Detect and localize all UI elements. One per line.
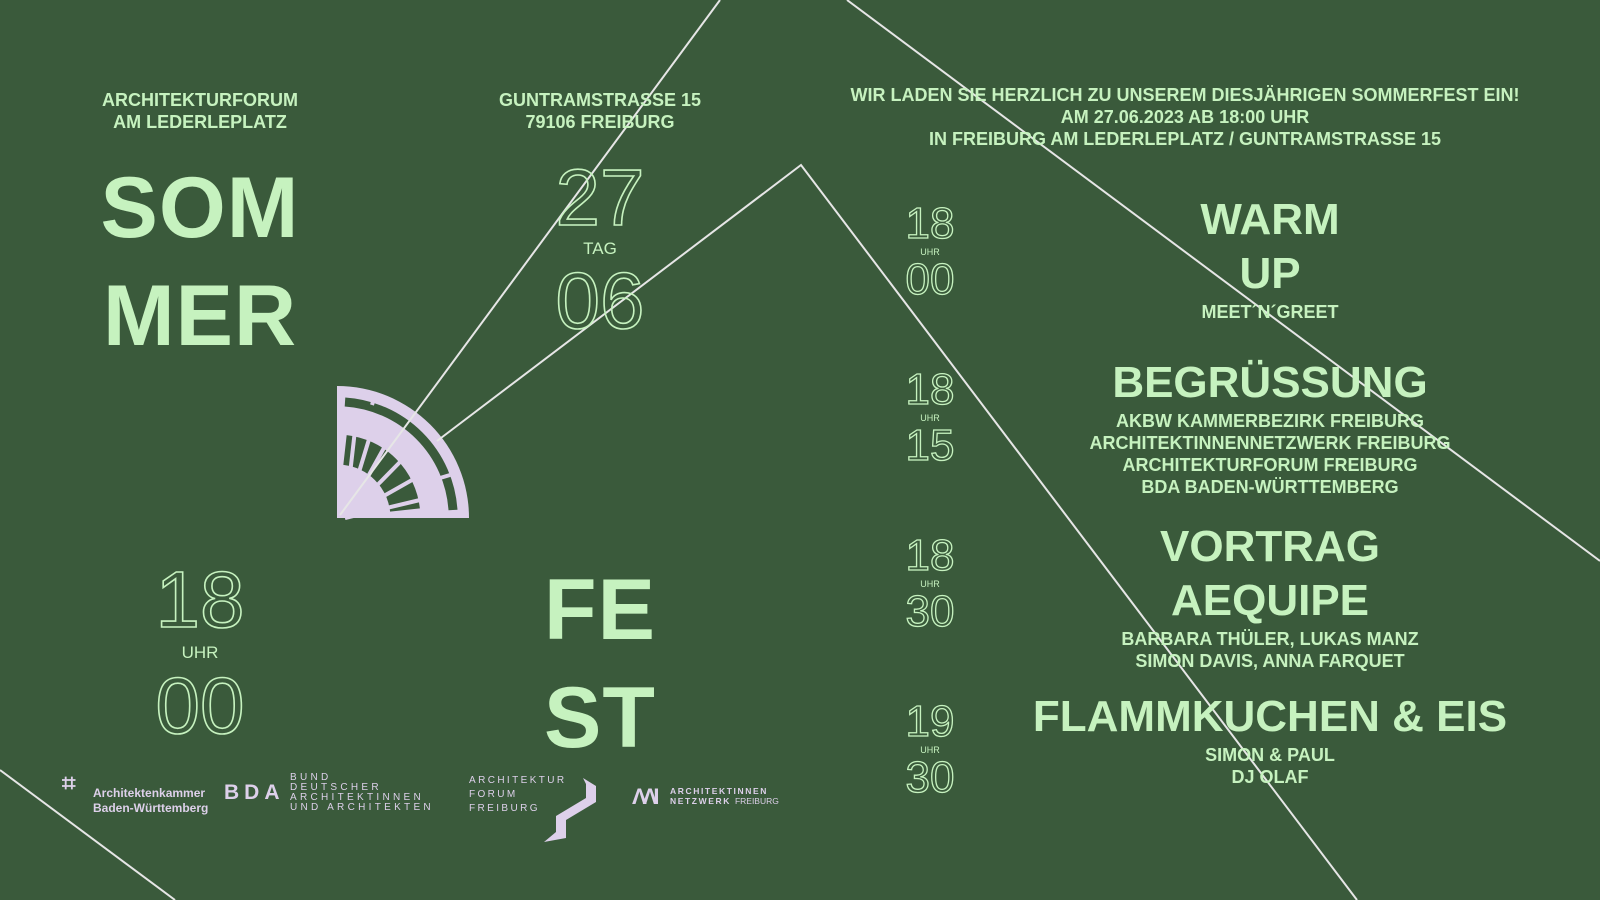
- program-time: 19 UHR 30: [890, 697, 970, 802]
- program-time: 18 UHR 15: [890, 365, 970, 470]
- program-item: BEGRÜSSUNG AKBW KAMMERBEZIRK FREIBURG AR…: [970, 356, 1570, 498]
- date-block: 27 TAG 06: [520, 153, 680, 345]
- invitation-text: WIR LADEN SIE HERZLICH ZU UNSEREM DIESJÄ…: [820, 84, 1550, 150]
- forum-text: ARCHITEKTUR: [469, 775, 567, 786]
- forum-text: FREIBURG: [469, 803, 540, 814]
- program-detail: ARCHITEKTURFORUM FREIBURG: [1122, 455, 1418, 475]
- program-title: VORTRAG: [1160, 522, 1380, 571]
- program-detail: BDA BADEN-WÜRTTEMBERG: [1141, 477, 1399, 497]
- bda-text: BUND: [290, 772, 332, 783]
- program-detail: ARCHITEKTINNENNETZWERK FREIBURG: [1089, 433, 1451, 453]
- program-title: UP: [1239, 249, 1301, 298]
- time-minute: 00: [905, 255, 955, 304]
- forum-logo: ARCHITEKTUR FORUM FREIBURG: [469, 774, 567, 816]
- netzwerk-text: ARCHITEKTINNEN: [670, 786, 768, 796]
- title-fest: FE ST: [470, 556, 730, 772]
- time-hour: 18: [905, 365, 955, 414]
- venue-text: ARCHITEKTURFORUM AM LEDERLEPLATZ: [70, 89, 330, 133]
- program-title: AEQUIPE: [1170, 576, 1370, 625]
- forum-text: FORUM: [469, 789, 518, 800]
- time-uhr: UHR: [920, 745, 940, 755]
- program-title: WARM: [1200, 195, 1340, 244]
- akbw-logo: ⌗ Architektenkammer Baden-Württemberg: [60, 770, 208, 816]
- start-minute: 00: [155, 661, 246, 750]
- program-detail: MEET´N´GREET: [1201, 302, 1339, 322]
- time-uhr: UHR: [920, 247, 940, 257]
- time-hour: 19: [905, 697, 955, 746]
- date-day-label: TAG: [583, 239, 617, 258]
- venue-line: AM LEDERLEPLATZ: [113, 112, 287, 132]
- invite-line: AM 27.06.2023 AB 18:00 UHR: [1060, 107, 1310, 127]
- title-part: ST: [544, 670, 656, 766]
- date-month: 06: [555, 256, 646, 345]
- invite-line: WIR LADEN SIE HERZLICH ZU UNSEREM DIESJÄ…: [850, 85, 1520, 105]
- program-item: WARM UP MEET´N´GREET: [970, 193, 1570, 323]
- bda-logo: BDA BUND DEUTSCHER ARCHITEKTINNEN UND AR…: [224, 773, 434, 813]
- bda-text: DEUTSCHER: [290, 782, 382, 793]
- time-uhr: UHR: [920, 413, 940, 423]
- netzwerk-logo: ΛΛΙ ARCHITEKTINNEN NETZWERK FREIBURG: [632, 784, 779, 809]
- program-title: FLAMMKUCHEN & EIS: [1032, 692, 1508, 741]
- akbw-emblem-icon: ⌗: [62, 770, 76, 797]
- program-time: 18 UHR 30: [890, 531, 970, 636]
- address-line: GUNTRAMSTRASSE 15: [498, 90, 702, 110]
- akbw-text: Architektenkammer: [93, 786, 206, 800]
- program-detail: BARBARA THÜLER, LUKAS MANZ: [1121, 629, 1419, 649]
- program-item: FLAMMKUCHEN & EIS SIMON & PAUL DJ OLAF: [970, 690, 1570, 788]
- program-detail: DJ OLAF: [1231, 767, 1309, 787]
- start-hour: 18: [155, 555, 246, 644]
- venue-line: ARCHITEKTURFORUM: [102, 90, 298, 110]
- title-part: SOM: [100, 160, 300, 256]
- program-item: VORTRAG AEQUIPE BARBARA THÜLER, LUKAS MA…: [970, 520, 1570, 672]
- time-uhr: UHR: [920, 579, 940, 589]
- start-time-block: 18 UHR 00: [120, 555, 280, 750]
- time-minute: 30: [905, 587, 955, 636]
- akbw-text: Baden-Württemberg: [93, 801, 209, 815]
- forum-zigzag-icon: [544, 778, 596, 842]
- address-text: GUNTRAMSTRASSE 15 79106 FREIBURG: [470, 89, 730, 133]
- date-day: 27: [555, 153, 646, 242]
- program-title: BEGRÜSSUNG: [1112, 358, 1428, 407]
- title-part: FE: [544, 562, 656, 658]
- program-detail: AKBW KAMMERBEZIRK FREIBURG: [1116, 411, 1424, 431]
- title-sommer: SOM MER: [70, 154, 330, 370]
- start-uhr-label: UHR: [181, 643, 219, 662]
- program-detail: SIMON DAVIS, ANNA FARQUET: [1135, 651, 1405, 671]
- netzwerk-emblem-icon: ΛΛΙ: [632, 784, 660, 809]
- title-part: MER: [102, 268, 298, 364]
- invite-line: IN FREIBURG AM LEDERLEPLATZ / GUNTRAMSTR…: [928, 129, 1441, 149]
- quarter-circle-emblem: [337, 386, 469, 520]
- time-hour: 18: [905, 199, 955, 248]
- time-hour: 18: [905, 531, 955, 580]
- program-time: 18 UHR 00: [890, 199, 970, 304]
- bda-text: ARCHITEKTINNEN: [290, 792, 424, 803]
- time-minute: 15: [905, 421, 955, 470]
- bda-abbr: BDA: [224, 781, 285, 804]
- address-line: 79106 FREIBURG: [525, 112, 675, 132]
- program-detail: SIMON & PAUL: [1205, 745, 1335, 765]
- time-minute: 30: [905, 753, 955, 802]
- bda-text: UND ARCHITEKTEN: [290, 802, 434, 813]
- netzwerk-text: NETZWERK: [670, 796, 731, 806]
- netzwerk-text: FREIBURG: [734, 796, 779, 806]
